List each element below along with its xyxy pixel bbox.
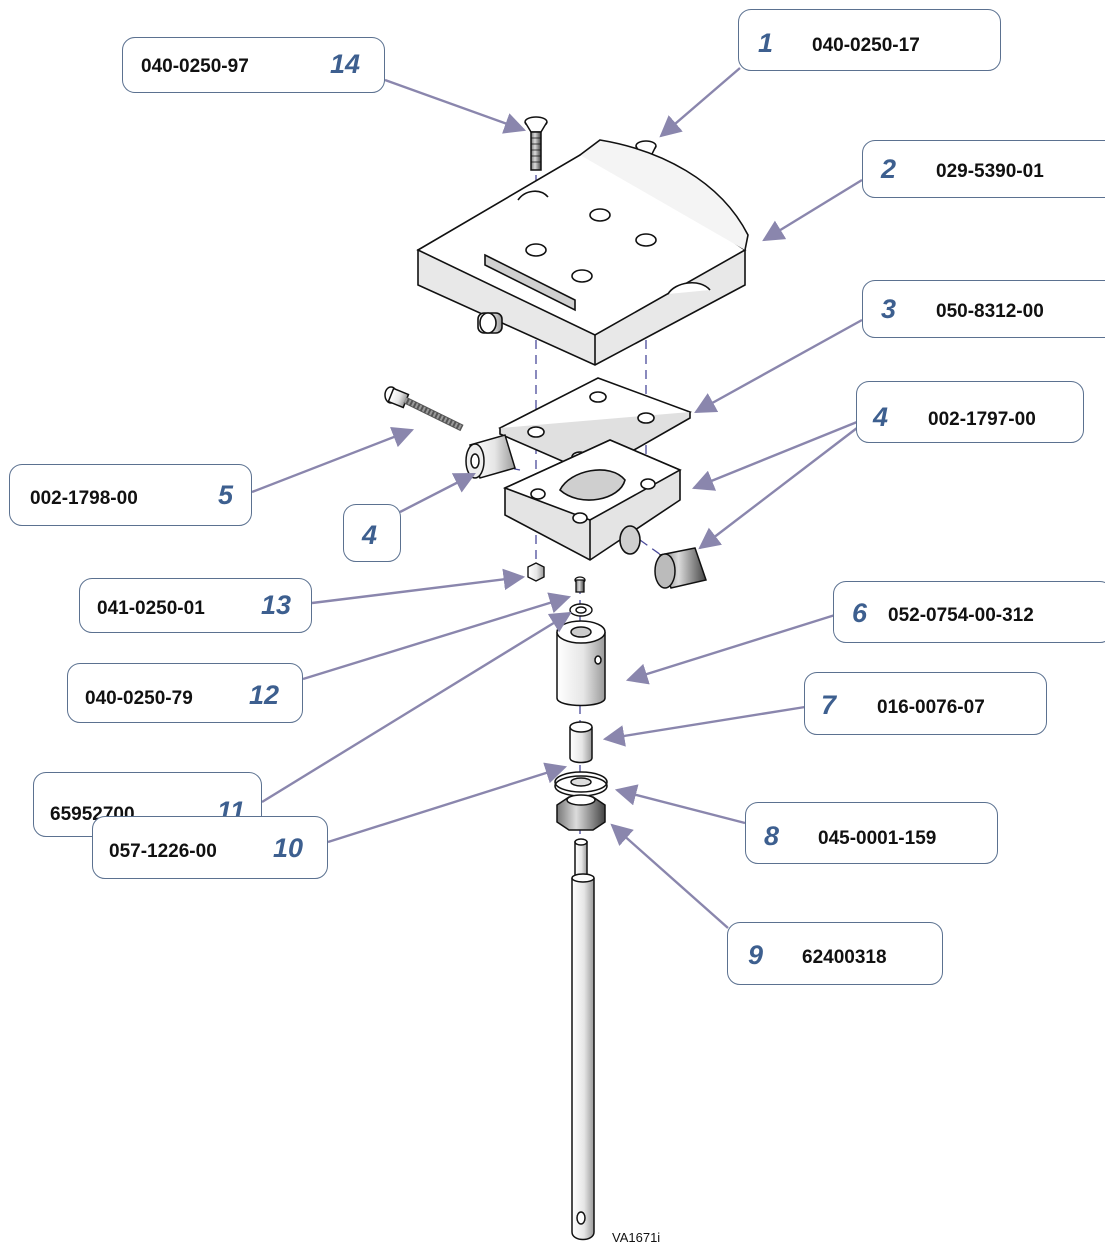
part-number: 029-5390-01 xyxy=(936,161,1044,182)
callout-3: 3 050-8312-00 xyxy=(862,280,1105,338)
washer-11 xyxy=(569,603,593,617)
callout-14: 040-0250-97 14 xyxy=(122,37,385,93)
knob-4a xyxy=(465,434,516,479)
part-number: 050-8312-00 xyxy=(936,301,1044,322)
item-number: 4 xyxy=(362,520,378,550)
part-number: 045-0001-159 xyxy=(818,828,937,849)
nut-9 xyxy=(556,794,606,831)
callout-1: 1 040-0250-17 xyxy=(738,9,1001,71)
knob-4b xyxy=(654,547,707,589)
item-number: 7 xyxy=(821,690,837,720)
bushing-7 xyxy=(569,721,593,764)
mount-plate-2 xyxy=(416,139,749,366)
callout-9: 9 62400318 xyxy=(727,922,943,985)
callout-2: 2 029-5390-01 xyxy=(862,140,1105,198)
gasket-3 xyxy=(498,377,692,475)
callout-7: 7 016-0076-07 xyxy=(804,672,1047,735)
callout-13: 041-0250-01 13 xyxy=(79,578,312,633)
callout-6: 6 052-0754-00-312 xyxy=(833,581,1105,643)
nut-13 xyxy=(527,562,545,582)
part-number: 002-1798-00 xyxy=(30,488,138,509)
item-number: 9 xyxy=(748,940,764,970)
rod-10 xyxy=(571,838,595,1241)
callout-12: 040-0250-79 12 xyxy=(67,663,303,723)
leader-lines xyxy=(251,67,863,929)
part-number: 057-1226-00 xyxy=(109,841,217,862)
part-number: 040-0250-17 xyxy=(812,35,920,56)
item-number: 8 xyxy=(764,821,780,851)
callout-4-secondary: 4 xyxy=(343,504,401,562)
part-number: 040-0250-97 xyxy=(141,56,249,77)
clamp-block-4 xyxy=(502,439,682,561)
part-number: 041-0250-01 xyxy=(97,598,205,619)
callout-5: 002-1798-00 5 xyxy=(9,464,252,526)
item-number: 5 xyxy=(218,480,234,510)
screw-12 xyxy=(574,576,586,593)
figure-id: VA1671i xyxy=(612,1230,661,1245)
item-number: 4 xyxy=(873,402,889,432)
washer-8 xyxy=(554,771,608,797)
callout-10: 057-1226-00 10 xyxy=(92,816,328,879)
item-number: 3 xyxy=(881,294,897,324)
item-number: 2 xyxy=(881,154,897,184)
part-number: 052-0754-00-312 xyxy=(888,605,1034,626)
part-number: 040-0250-79 xyxy=(85,688,193,709)
callout-8: 8 045-0001-159 xyxy=(745,802,998,864)
part-number: 002-1797-00 xyxy=(928,409,1036,430)
bolt-5 xyxy=(384,386,464,432)
item-number: 10 xyxy=(273,833,304,863)
item-number: 14 xyxy=(330,49,361,79)
part-number: 016-0076-07 xyxy=(877,697,985,718)
part-number: 62400318 xyxy=(802,947,887,968)
item-number: 13 xyxy=(261,590,292,620)
item-number: 1 xyxy=(758,28,774,58)
callout-4-primary: 4 002-1797-00 xyxy=(856,381,1084,443)
sleeve-6 xyxy=(556,620,606,707)
item-number: 12 xyxy=(249,680,280,710)
screw-14 xyxy=(524,116,548,171)
item-number: 6 xyxy=(852,598,868,628)
